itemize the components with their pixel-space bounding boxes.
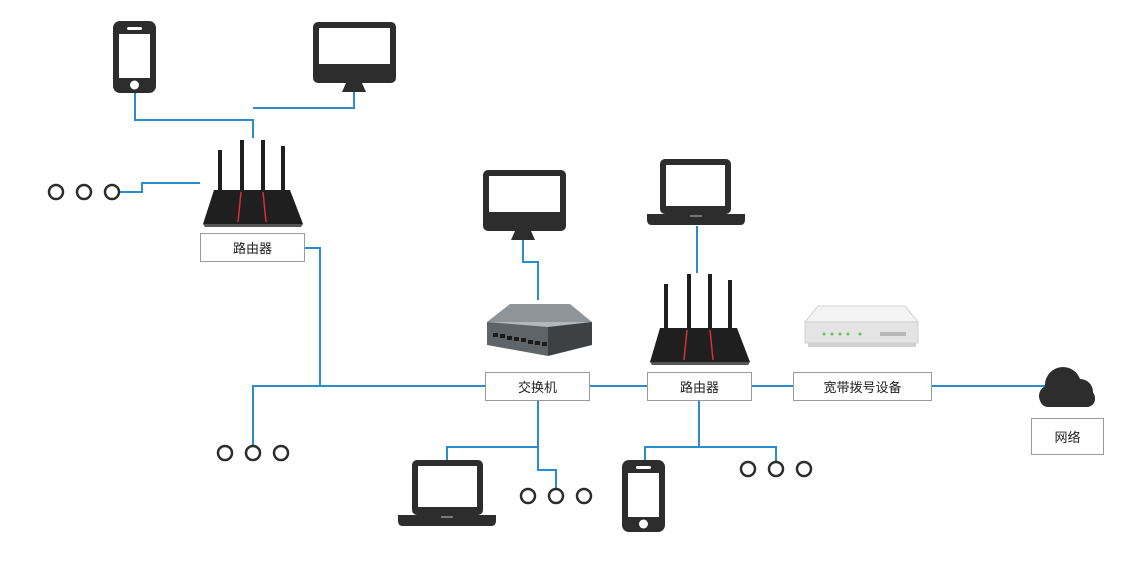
link-monitor-top — [253, 92, 355, 109]
phone-icon — [622, 460, 665, 532]
link-bus-to-dots-left — [252, 385, 320, 447]
link-phone-top — [134, 92, 254, 138]
router-icon — [650, 274, 750, 365]
link-dots-top — [120, 182, 200, 193]
router-center-label: 路由器 — [647, 372, 752, 401]
link-router-top-to-bus — [305, 247, 486, 387]
phone-icon — [113, 21, 156, 93]
dialup-device-label: 宽带拨号设备 — [793, 372, 932, 401]
more-dots-icon — [47, 183, 121, 201]
link-switch-laptop — [446, 401, 539, 460]
internet-label: 网络 — [1031, 418, 1104, 455]
router-icon — [203, 140, 303, 227]
switch-label: 交换机 — [485, 372, 590, 401]
monitor-icon — [483, 170, 566, 240]
switch-icon — [487, 304, 592, 356]
connection-lines — [120, 92, 1045, 488]
more-dots-icon — [519, 487, 593, 505]
modem-icon — [803, 305, 920, 347]
router-top-label: 路由器 — [200, 233, 305, 262]
laptop-icon — [647, 159, 745, 225]
more-dots-icon — [739, 460, 813, 478]
laptop-icon — [398, 460, 496, 526]
cloud-icon — [1039, 367, 1095, 407]
link-switch-dots — [537, 447, 557, 488]
link-router-dots — [699, 446, 777, 461]
more-dots-icon — [216, 444, 290, 462]
link-monitor-switch — [522, 240, 539, 300]
monitor-icon — [313, 22, 396, 92]
link-router-phone — [644, 401, 700, 460]
